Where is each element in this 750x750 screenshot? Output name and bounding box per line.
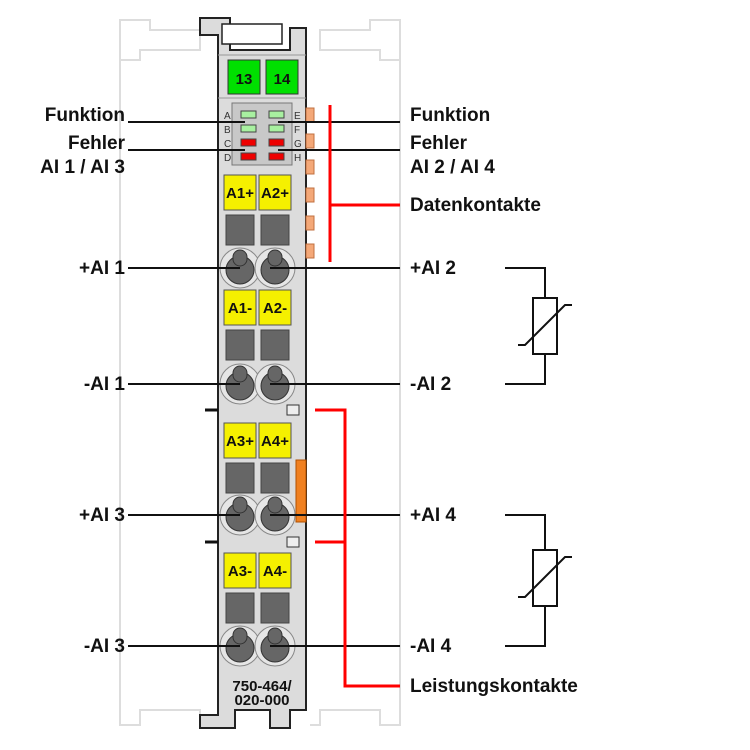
- label-leistungskontakte: Leistungskontakte: [410, 676, 578, 697]
- led-letter: B: [224, 125, 231, 136]
- led-indicator: [268, 124, 285, 133]
- part-number-line1: 750-464/: [232, 678, 292, 695]
- terminal-label-plate: [223, 552, 257, 589]
- leader-lines: [128, 121, 400, 647]
- label-ai3-minus: -AI 3: [84, 636, 125, 657]
- label-ai2-minus: -AI 2: [410, 374, 451, 395]
- push-button[interactable]: [260, 214, 290, 246]
- led-indicator: [240, 138, 257, 147]
- wire-clamp-slot: [267, 496, 283, 514]
- terminal-label-plate: [258, 552, 292, 589]
- neighbor-module-outlines: [119, 19, 401, 726]
- label-fehler-sub-left: AI 1 / AI 3: [40, 157, 125, 178]
- label-funktion-right: Funktion: [410, 105, 490, 126]
- terminal-label: A3-: [228, 563, 252, 580]
- wire-clamp-slot: [267, 365, 283, 383]
- led-indicator: [240, 110, 257, 119]
- terminal-label-plate: [223, 174, 257, 211]
- label-fehler-right: Fehler: [410, 133, 468, 154]
- led-letter: D: [224, 153, 231, 164]
- wire-clamp-slot: [232, 249, 248, 267]
- led-indicator: [240, 124, 257, 133]
- part-number-line2: 020-000: [234, 692, 289, 709]
- terminal-label-plate: [258, 422, 292, 459]
- label-ai1-minus: -AI 1: [84, 374, 126, 395]
- push-button[interactable]: [225, 329, 255, 361]
- label-datenkontakte: Datenkontakte: [410, 195, 541, 216]
- terminal-label-plate: [223, 289, 257, 326]
- power-contact: [295, 459, 307, 523]
- label-ai2-plus: +AI 2: [410, 258, 456, 279]
- led-letter: G: [294, 139, 302, 150]
- terminal-label: A4-: [263, 563, 287, 580]
- terminal-label: A1+: [226, 185, 254, 202]
- led-indicator: [268, 138, 285, 147]
- power-jumper: [286, 536, 300, 548]
- terminal-label-plate: [258, 289, 292, 326]
- label-fehler-sub-right: AI 2 / AI 4: [410, 157, 495, 178]
- wire-clamp-slot: [232, 365, 248, 383]
- thermistor-symbol: [505, 514, 572, 647]
- terminal-label-plate: [258, 174, 292, 211]
- led-letter: A: [224, 111, 231, 122]
- top-terminal: [265, 59, 299, 95]
- wire-clamp-slot: [267, 249, 283, 267]
- label-fehler-left: Fehler: [68, 133, 126, 154]
- push-button[interactable]: [225, 462, 255, 494]
- data-contacts: [305, 107, 315, 259]
- red-brackets: [315, 105, 400, 688]
- label-ai3-plus: +AI 3: [79, 505, 125, 526]
- top-terminal: [227, 59, 261, 95]
- push-button[interactable]: [260, 592, 290, 624]
- power-jumper: [286, 404, 300, 416]
- led-letter: C: [224, 139, 231, 150]
- terminal-label: A4+: [261, 433, 289, 450]
- led-indicator: [268, 152, 285, 161]
- label-ai4-minus: -AI 4: [410, 636, 452, 657]
- terminal-label: A2-: [263, 300, 287, 317]
- push-button[interactable]: [260, 462, 290, 494]
- led-indicator: [268, 110, 285, 119]
- terminal-label-plate: [223, 422, 257, 459]
- wire-clamp-slot: [232, 496, 248, 514]
- led-indicator: [240, 152, 257, 161]
- terminal-label: A3+: [226, 433, 254, 450]
- terminal-label: A2+: [261, 185, 289, 202]
- wire-clamp-slot: [232, 627, 248, 645]
- led-letter: F: [294, 125, 300, 136]
- led-letter: H: [294, 153, 301, 164]
- push-button[interactable]: [225, 592, 255, 624]
- top-terminal-label: 13: [236, 71, 253, 88]
- label-funktion-left: Funktion: [45, 105, 125, 126]
- push-button[interactable]: [260, 329, 290, 361]
- label-ai4-plus: +AI 4: [410, 505, 456, 526]
- push-button[interactable]: [225, 214, 255, 246]
- thermistor-symbol: [505, 267, 572, 385]
- top-terminal-label: 14: [274, 71, 291, 88]
- terminal-label: A1-: [228, 300, 252, 317]
- label-ai1-plus: +AI 1: [79, 258, 125, 279]
- led-letter: E: [294, 111, 301, 122]
- wire-clamp-slot: [267, 627, 283, 645]
